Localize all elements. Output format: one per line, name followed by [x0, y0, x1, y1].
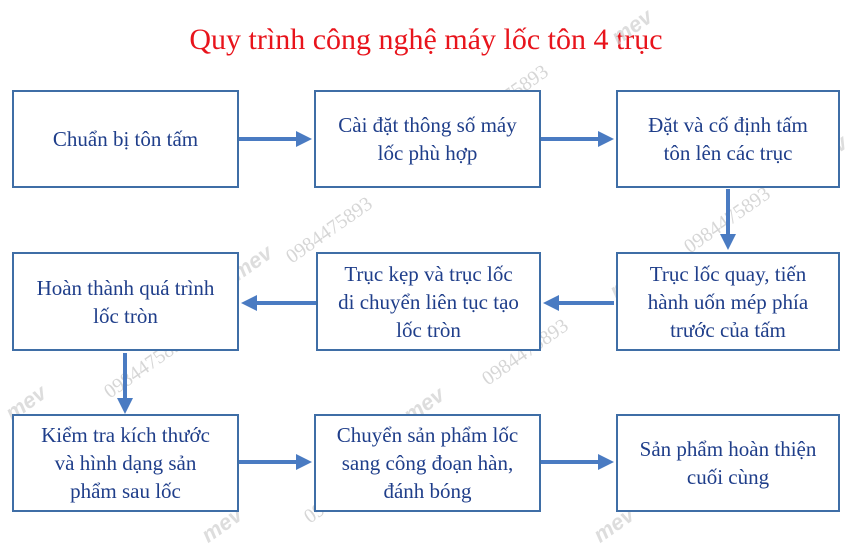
step-label: Sản phẩm hoàn thiện cuối cùng	[639, 437, 817, 489]
step-transfer-welding: Chuyển sản phẩm lốc sang công đoạn hàn, …	[314, 414, 541, 512]
diagram-title: Quy trình công nghệ máy lốc tôn 4 trục	[189, 23, 663, 56]
step-fix-sheet: Đặt và cố định tấm tôn lên các trục	[616, 90, 840, 188]
step-inspect-product: Kiểm tra kích thước và hình dạng sản phẩ…	[12, 414, 239, 512]
step-label: Chuẩn bị tôn tấm	[52, 127, 199, 151]
step-final-product: Sản phẩm hoàn thiện cuối cùng	[616, 414, 840, 512]
step-label: Trục lốc quay, tiến hành uốn mép phía tr…	[647, 261, 809, 342]
step-label: Cài đặt thông số máy lốc phù hợp	[338, 113, 517, 165]
step-complete-rolling: Hoàn thành quá trình lốc tròn	[12, 252, 239, 351]
step-label: Hoàn thành quá trình lốc tròn	[36, 275, 215, 328]
step-prepare-sheet: Chuẩn bị tôn tấm	[12, 90, 239, 188]
step-label: Chuyển sản phẩm lốc sang công đoạn hàn, …	[336, 423, 519, 503]
step-set-parameters: Cài đặt thông số máy lốc phù hợp	[314, 90, 541, 188]
step-continuous-rolling: Trục kẹp và trục lốc di chuyển liên tục …	[316, 252, 541, 351]
step-label: Trục kẹp và trục lốc di chuyển liên tục …	[338, 261, 519, 342]
step-roll-edge: Trục lốc quay, tiến hành uốn mép phía tr…	[616, 252, 840, 351]
step-label: Đặt và cố định tấm tôn lên các trục	[648, 113, 808, 165]
step-label: Kiểm tra kích thước và hình dạng sản phẩ…	[41, 423, 210, 503]
